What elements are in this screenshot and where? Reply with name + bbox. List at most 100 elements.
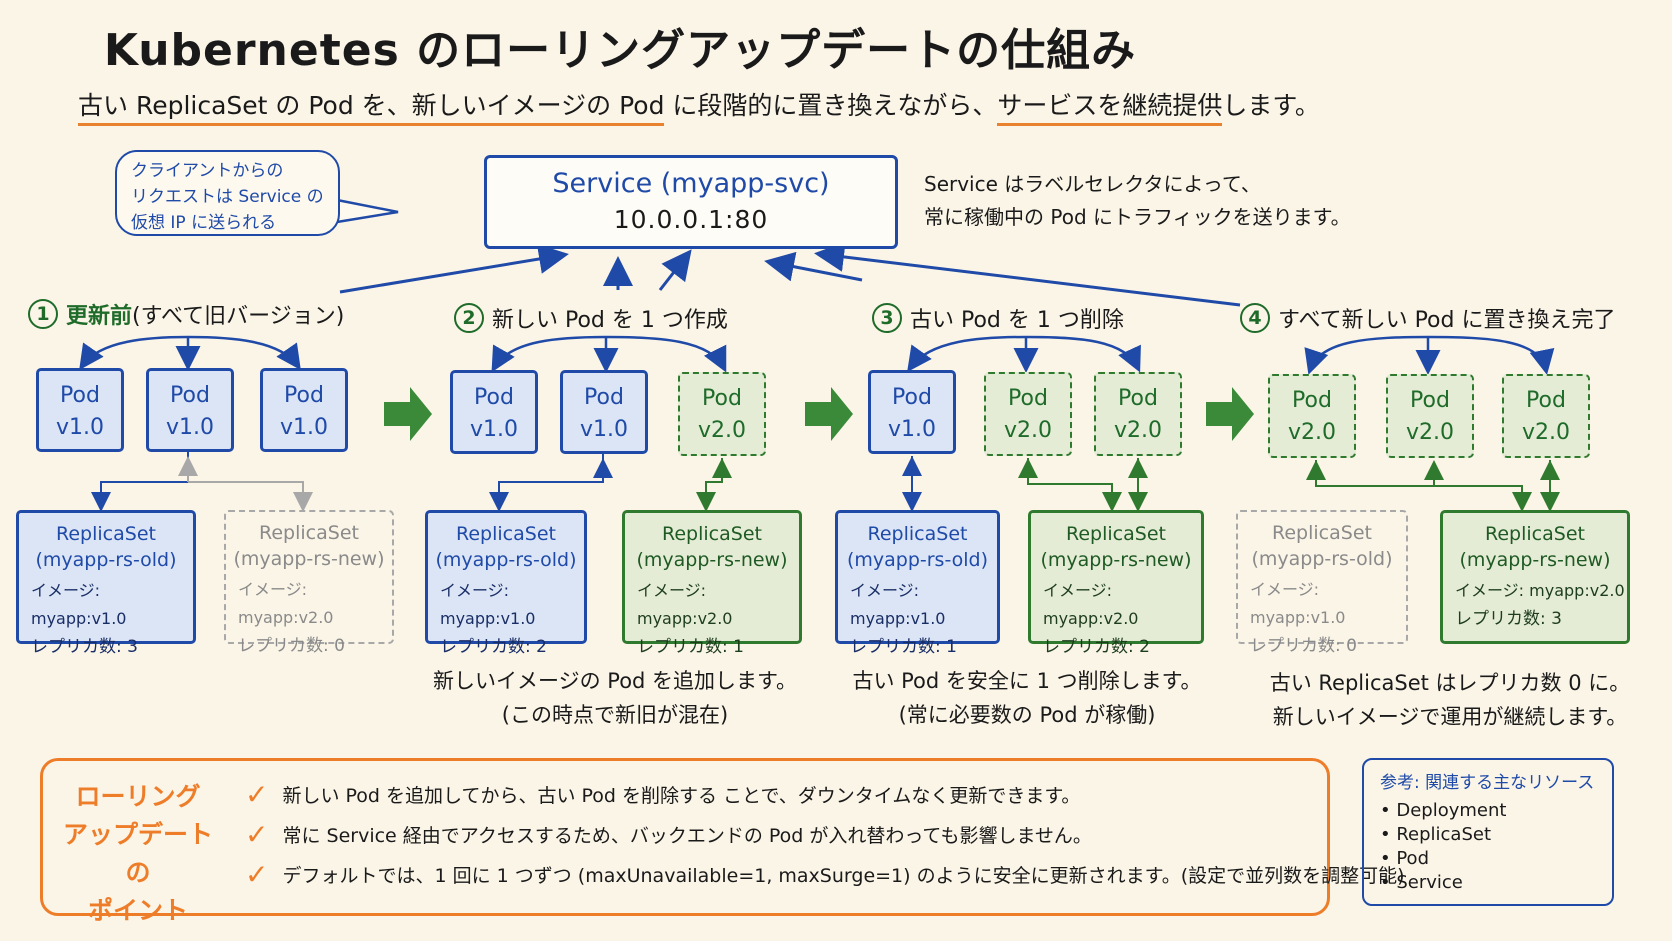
- pod-version: v1.0: [469, 417, 518, 442]
- pod-v1: Pod v1.0: [260, 368, 348, 452]
- pod-version: v2.0: [1405, 420, 1454, 445]
- rs-title: ReplicaSet: [867, 523, 968, 545]
- step-number: 3: [872, 303, 902, 333]
- key-point: ✓新しい Pod を追加してから、古い Pod を削除する ことで、ダウンタイム…: [245, 778, 1080, 811]
- service-name: Service (myapp-svc): [552, 168, 830, 199]
- rs-replicas: レプリカ数: 1: [850, 637, 957, 657]
- pod-label: Pod: [284, 383, 324, 408]
- pod-label: Pod: [474, 385, 514, 410]
- reference-box: 参考: 関連する主なリソース • Deployment • ReplicaSet…: [1362, 758, 1614, 906]
- transition-arrow-3: [1206, 387, 1254, 441]
- pod-version: v2.0: [1521, 420, 1570, 445]
- rs-replicas: レプリカ数: 0: [1250, 636, 1357, 656]
- pod-version: v2.0: [1287, 420, 1336, 445]
- step-1-heading: 1 更新前 (すべて旧バージョン): [28, 298, 344, 330]
- client-note-bubble: クライアントからの リクエストは Service の 仮想 IP に送られる: [115, 150, 340, 236]
- key-point-text: デフォルトでは、1 回に 1 つずつ (maxUnavailable=1, ma…: [282, 865, 1405, 887]
- pod-v2: Pod v2.0: [678, 372, 766, 456]
- pod-label: Pod: [1008, 386, 1048, 411]
- pod-v2: Pod v2.0: [1386, 374, 1474, 458]
- key-points-title-line: アップデートの: [62, 820, 213, 887]
- pod-version: v1.0: [55, 415, 104, 440]
- pod-v2: Pod v2.0: [1268, 374, 1356, 458]
- rs-image: イメージ: myapp:v1.0: [440, 581, 536, 628]
- service-note: Service はラベルセレクタによって、 常に稼働中の Pod にトラフィック…: [924, 168, 1351, 234]
- rs-name: (myapp-rs-new): [1040, 549, 1192, 571]
- pod-version: v1.0: [279, 415, 328, 440]
- note-line: (常に必要数の Pod が稼働): [898, 703, 1156, 727]
- service-note-line: 常に稼働中の Pod にトラフィックを送ります。: [924, 205, 1351, 229]
- rs-title: ReplicaSet: [662, 523, 762, 545]
- step-number: 4: [1240, 303, 1270, 333]
- rs-name: (myapp-rs-new): [1459, 549, 1611, 571]
- service-box: Service (myapp-svc) 10.0.0.1:80: [484, 155, 898, 249]
- pod-v2: Pod v2.0: [984, 372, 1072, 456]
- key-points-box: [40, 758, 1330, 916]
- replicaset-new-inactive: ReplicaSet (myapp-rs-new) イメージ: myapp:v2…: [224, 510, 394, 656]
- pod-label: Pod: [1292, 388, 1332, 413]
- step-number: 1: [28, 299, 58, 329]
- pod-v1: Pod v1.0: [450, 370, 538, 454]
- check-icon: ✓: [245, 778, 269, 811]
- replicaset-new: ReplicaSet (myapp-rs-new) イメージ: myapp:v2…: [1440, 510, 1630, 644]
- reference-item: • Deployment: [1380, 800, 1507, 821]
- bubble-line: 仮想 IP に送られる: [131, 213, 277, 233]
- key-point: ✓ 常に Service 経由でアクセスするため、バックエンドの Pod が入れ替…: [245, 818, 1092, 851]
- key-point-text: 常に Service 経由でアクセスするため、バックエンドの Pod が入れ替わ…: [282, 825, 1092, 847]
- rs-replicas: レプリカ数: 2: [440, 637, 547, 657]
- subtitle: 古い ReplicaSet の Pod を、新しいイメージの Pod に段階的に…: [78, 86, 1320, 126]
- step-number: 2: [454, 303, 484, 333]
- reference-item: • Pod: [1380, 848, 1429, 869]
- pod-label: Pod: [170, 383, 210, 408]
- pod-version: v2.0: [697, 418, 746, 443]
- pod-label: Pod: [892, 385, 932, 410]
- pod-label: Pod: [1526, 388, 1566, 413]
- pod-version: v1.0: [165, 415, 214, 440]
- rs-name: (myapp-rs-old): [35, 549, 177, 571]
- subtitle-part-2: 新しいイメージの Pod: [411, 91, 665, 126]
- note-line: 古い Pod を安全に 1 つ削除します。: [852, 669, 1202, 693]
- pod-label: Pod: [702, 386, 742, 411]
- arrow-step3-to-service: [764, 251, 863, 282]
- rs-replicas: レプリカ数: 0: [238, 636, 345, 656]
- service-ip: 10.0.0.1:80: [613, 205, 769, 234]
- step-3-note: 古い Pod を安全に 1 つ削除します。 (常に必要数の Pod が稼働): [842, 664, 1212, 732]
- step-4-heading: 4 すべて新しい Pod に置き換え完了: [1240, 302, 1615, 334]
- subtitle-part-1: 古い ReplicaSet の Pod を、: [78, 91, 412, 126]
- rs-replicas: レプリカ数: 2: [1043, 637, 1150, 657]
- pod-version: v2.0: [1113, 418, 1162, 443]
- replicaset-old: ReplicaSet (myapp-rs-old) イメージ: myapp:v1…: [16, 510, 196, 657]
- pod-label: Pod: [584, 385, 624, 410]
- rs-image: イメージ: myapp:v1.0: [1250, 580, 1346, 627]
- step-title: 新しい Pod を 1 つ作成: [492, 308, 728, 333]
- pod-v1: Pod v1.0: [146, 368, 234, 452]
- pod-version: v2.0: [1003, 418, 1052, 443]
- rs-image: イメージ: myapp:v2.0: [238, 580, 334, 627]
- check-icon: ✓: [245, 818, 269, 851]
- rs-name: (myapp-rs-new): [636, 549, 788, 571]
- key-points-title: ローリング アップデートの ポイント: [58, 778, 218, 930]
- reference-item: • ReplicaSet: [1380, 824, 1492, 845]
- step-detail: (すべて旧バージョン): [132, 304, 345, 329]
- rs-image: イメージ: myapp:v2.0: [637, 581, 733, 628]
- page-title: Kubernetes のローリングアップデートの仕組み: [103, 25, 1137, 76]
- step-title: 更新前: [66, 304, 133, 329]
- replicaset-old: ReplicaSet (myapp-rs-old) イメージ: myapp:v1…: [835, 510, 1000, 657]
- rs-replicas: レプリカ数: 1: [637, 637, 744, 657]
- pod-label: Pod: [1410, 388, 1450, 413]
- bubble-line: リクエストは Service の: [131, 187, 324, 207]
- replicaset-new: ReplicaSet (myapp-rs-new) イメージ: myapp:v2…: [622, 510, 802, 657]
- key-points-title-line: ポイント: [87, 896, 188, 925]
- subtitle-part-3: に段階的に置き換えながら、: [664, 91, 998, 120]
- note-line: 新しいイメージで運用が継続します。: [1272, 705, 1628, 729]
- arrow-step4-to-service: [814, 242, 1241, 307]
- rs-image: イメージ: myapp:v1.0: [31, 581, 127, 628]
- rs-title: ReplicaSet: [1272, 522, 1372, 544]
- rs-image: イメージ: myapp:v2.0: [1043, 581, 1139, 628]
- step-title: すべて新しい Pod に置き換え完了: [1278, 308, 1616, 333]
- rs-title: ReplicaSet: [1485, 523, 1585, 545]
